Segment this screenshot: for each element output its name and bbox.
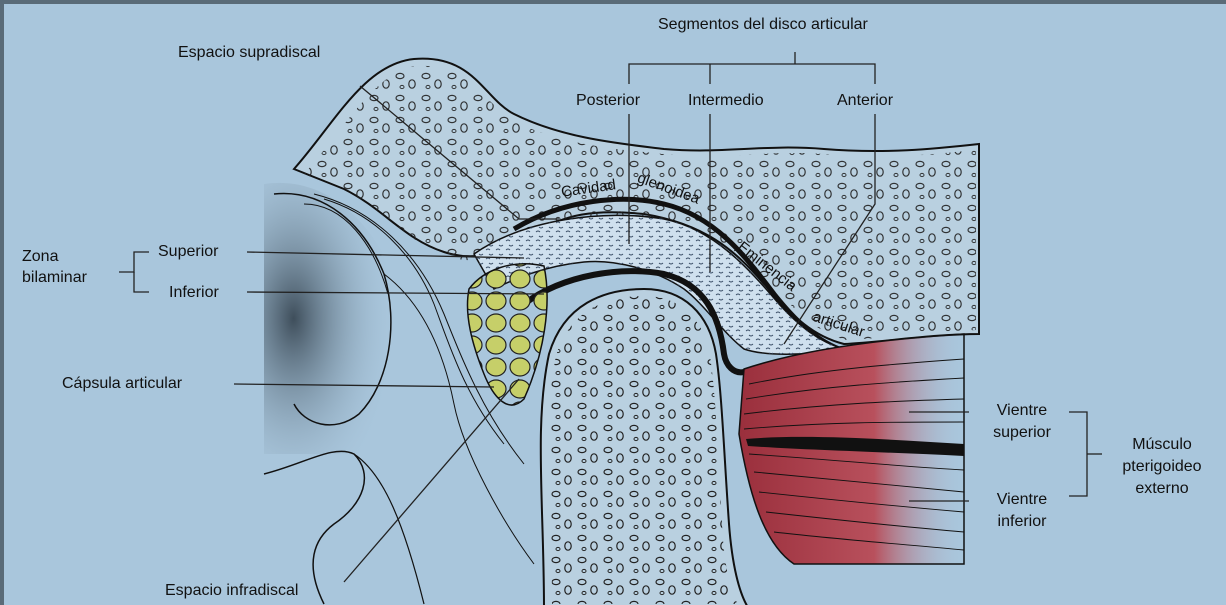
label-supradiscal: Espacio supradiscal	[178, 44, 320, 62]
external-ear-shadow	[264, 183, 412, 454]
label-zona-bilaminar-2: bilaminar	[22, 269, 87, 287]
label-vientre-superior-2: superior	[972, 424, 1072, 442]
label-musculo-2: pterigoideo	[1104, 458, 1220, 476]
retrodiscal-fat	[467, 264, 547, 405]
label-vientre-superior-1: Vientre	[972, 402, 1072, 420]
label-musculo-3: externo	[1104, 480, 1220, 498]
label-superior: Superior	[158, 243, 218, 261]
label-musculo-1: Músculo	[1104, 436, 1220, 454]
label-intermedio: Intermedio	[688, 92, 764, 110]
label-vientre-inferior-1: Vientre	[972, 491, 1072, 509]
label-posterior: Posterior	[576, 92, 640, 110]
label-capsula: Cápsula articular	[62, 375, 182, 393]
label-anterior: Anterior	[837, 92, 893, 110]
label-infradiscal: Espacio infradiscal	[165, 582, 298, 600]
label-inferior: Inferior	[169, 284, 219, 302]
segments-title: Segmentos del disco articular	[658, 16, 868, 34]
label-vientre-inferior-2: inferior	[972, 513, 1072, 531]
label-zona-bilaminar-1: Zona	[22, 248, 58, 266]
